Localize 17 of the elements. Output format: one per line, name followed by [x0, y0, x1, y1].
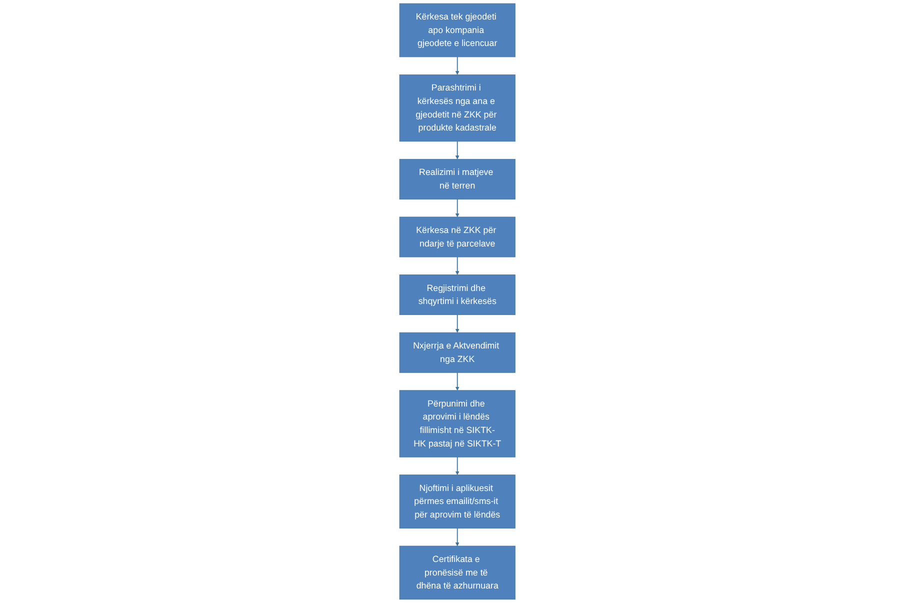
node-box: Kërkesa tek gjeodeti apo kompania gjeodete e licencuar [398, 3, 516, 58]
arrow [455, 314, 459, 333]
node-box: Kërkesa në ZKK për ndarje të parcelave [398, 216, 516, 258]
node-box: Nxjerrja e Aktvendimit nga ZKK [398, 332, 516, 373]
arrow [455, 456, 459, 476]
arrow [455, 372, 459, 391]
node-box: Parashtrimi i kërkesës nga ana e gjeodetit në ZKK për produkte kadastrale [398, 74, 516, 142]
node-box: Përpunimi dhe aprovimi i lëndës fillimisht në SIKTK-HK pastaj në SIKTK-T [398, 390, 516, 458]
arrow [455, 528, 459, 546]
node-box: Certifikata e pronësisë me të dhëna të azhurnuara [398, 546, 516, 600]
arrow [455, 140, 459, 160]
node-box: Realizimi i matjeve në terren [398, 158, 516, 200]
arrow [455, 256, 459, 275]
node-box: Regjistrimi dhe shqyrtimi i kërkesës [398, 274, 516, 316]
arrow [455, 56, 459, 75]
arrow [455, 198, 459, 218]
node-box: Njoftimi i aplikuesit përmes emailit/sms-it për aprovim të lëndës [398, 474, 516, 528]
